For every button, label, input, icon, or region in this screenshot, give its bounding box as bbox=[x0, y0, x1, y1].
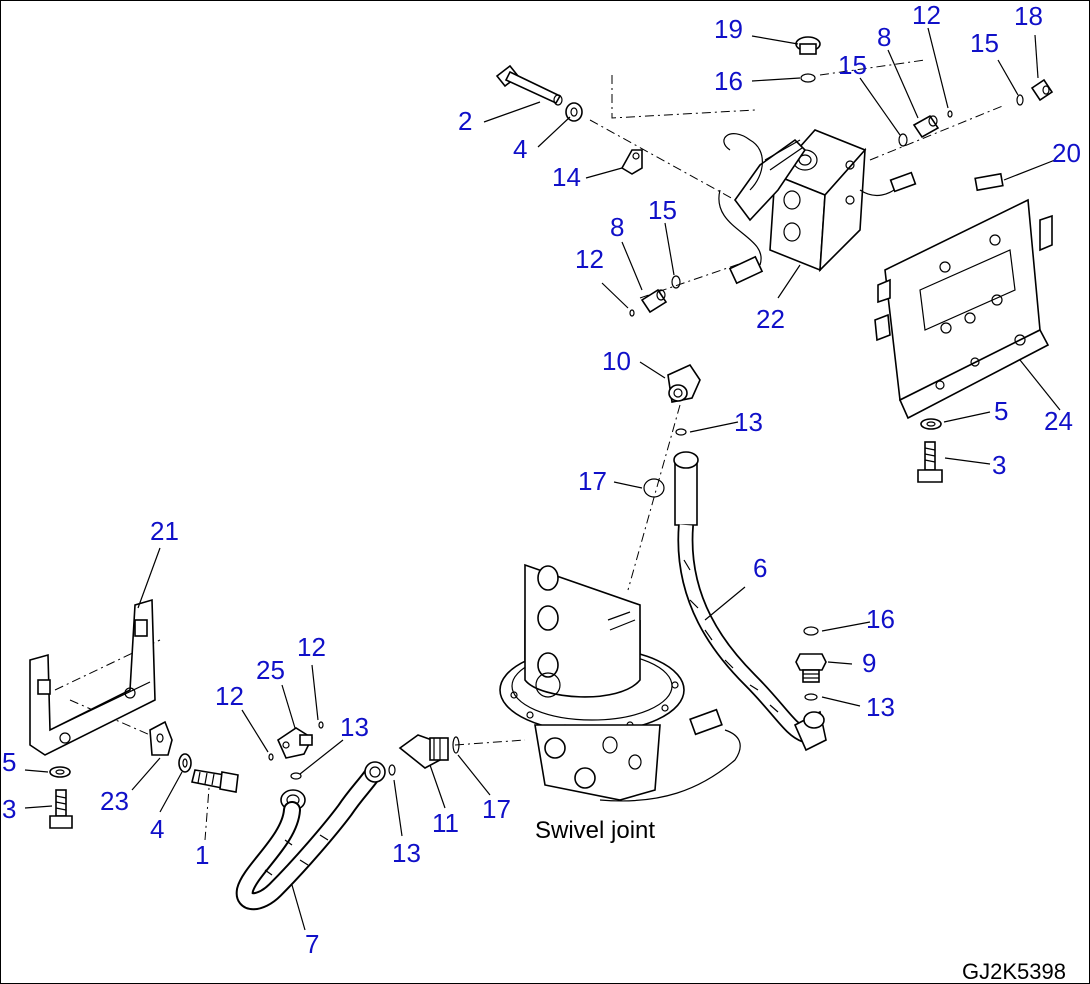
callout-19: 19 bbox=[714, 14, 743, 44]
callout-9: 9 bbox=[862, 648, 876, 678]
callout-7: 7 bbox=[305, 929, 319, 959]
callout-21: 21 bbox=[150, 516, 179, 546]
callout-12-valve: 12 bbox=[575, 244, 604, 274]
clamp-part-14 bbox=[620, 149, 643, 175]
callout-12-top: 12 bbox=[912, 0, 941, 30]
elbow-fitting-part-11 bbox=[398, 734, 449, 769]
washer-part-5-left bbox=[49, 766, 71, 778]
fitting-part-9 bbox=[795, 653, 827, 683]
callout-3-left: 3 bbox=[2, 794, 16, 824]
callout-4-lower: 4 bbox=[150, 814, 164, 844]
connector-part-20 bbox=[974, 172, 1004, 192]
hose-part-7 bbox=[235, 761, 386, 911]
callout-11: 11 bbox=[432, 808, 459, 838]
callout-6: 6 bbox=[753, 553, 767, 583]
o-rings bbox=[268, 73, 1024, 780]
callout-12-left-b: 12 bbox=[215, 681, 244, 711]
callout-1: 1 bbox=[195, 840, 209, 870]
solenoid-valve-part-22 bbox=[718, 129, 917, 285]
bolt-part-2 bbox=[495, 64, 563, 106]
hose-part-6 bbox=[673, 451, 827, 752]
callout-16-top: 16 bbox=[714, 66, 743, 96]
leader-lines bbox=[24, 27, 1061, 931]
callout-14: 14 bbox=[552, 162, 581, 192]
callout-13-right: 13 bbox=[866, 692, 895, 722]
bracket-part-24 bbox=[874, 198, 1053, 420]
callout-12-left-a: 12 bbox=[297, 632, 326, 662]
washer-part-4-upper bbox=[565, 102, 583, 122]
clamp-part-23 bbox=[149, 720, 173, 756]
washer-part-4-lower bbox=[178, 753, 192, 773]
callout-8-upper: 8 bbox=[877, 22, 891, 52]
callout-17-upper: 17 bbox=[578, 466, 607, 496]
bracket-part-21 bbox=[29, 598, 156, 756]
bolt-part-1 bbox=[191, 769, 239, 793]
callout-20: 20 bbox=[1052, 138, 1081, 168]
callout-13-upper: 13 bbox=[734, 407, 763, 437]
callout-15-right: 15 bbox=[970, 28, 999, 58]
elbow-fitting-part-10 bbox=[667, 363, 701, 403]
callout-4-upper: 4 bbox=[513, 134, 527, 164]
callout-25: 25 bbox=[256, 655, 285, 685]
bolt-part-3-left bbox=[49, 789, 73, 829]
plug-part-19 bbox=[795, 36, 821, 55]
callout-10: 10 bbox=[602, 346, 631, 376]
callout-5-left: 5 bbox=[2, 747, 16, 777]
callout-16-right: 16 bbox=[866, 604, 895, 634]
callout-13-left-a: 13 bbox=[340, 712, 369, 742]
callout-15-valve: 15 bbox=[648, 195, 677, 225]
callout-22: 22 bbox=[756, 304, 785, 334]
callout-3-right: 3 bbox=[992, 450, 1006, 480]
callout-17-lower: 17 bbox=[482, 794, 511, 824]
swivel-joint-caption: Swivel joint bbox=[535, 817, 655, 844]
callout-24: 24 bbox=[1044, 406, 1073, 436]
bolt-part-3-right bbox=[917, 441, 943, 483]
o-ring-part-17-upper bbox=[643, 478, 665, 498]
o-ring-part-17-lower bbox=[452, 736, 460, 754]
callout-5-right: 5 bbox=[994, 396, 1008, 426]
callout-labels: 1 2 3 3 4 4 5 5 6 7 8 8 9 10 11 12 12 12… bbox=[2, 0, 1081, 959]
callout-23: 23 bbox=[100, 786, 129, 816]
callout-2: 2 bbox=[458, 106, 472, 136]
drawing-code: GJ2K5398 bbox=[962, 959, 1066, 984]
callout-13-left-b: 13 bbox=[392, 838, 421, 868]
fitting-part-8-upper bbox=[912, 114, 940, 139]
swivel-joint bbox=[499, 563, 741, 802]
callout-15-top: 15 bbox=[838, 50, 867, 80]
plug-part-18 bbox=[1030, 78, 1054, 102]
fitting-part-8-lower bbox=[640, 288, 668, 314]
fitting-part-25 bbox=[276, 727, 314, 759]
callout-18: 18 bbox=[1014, 1, 1043, 31]
washer-part-5-right bbox=[920, 418, 942, 430]
callout-8-lower: 8 bbox=[610, 212, 624, 242]
